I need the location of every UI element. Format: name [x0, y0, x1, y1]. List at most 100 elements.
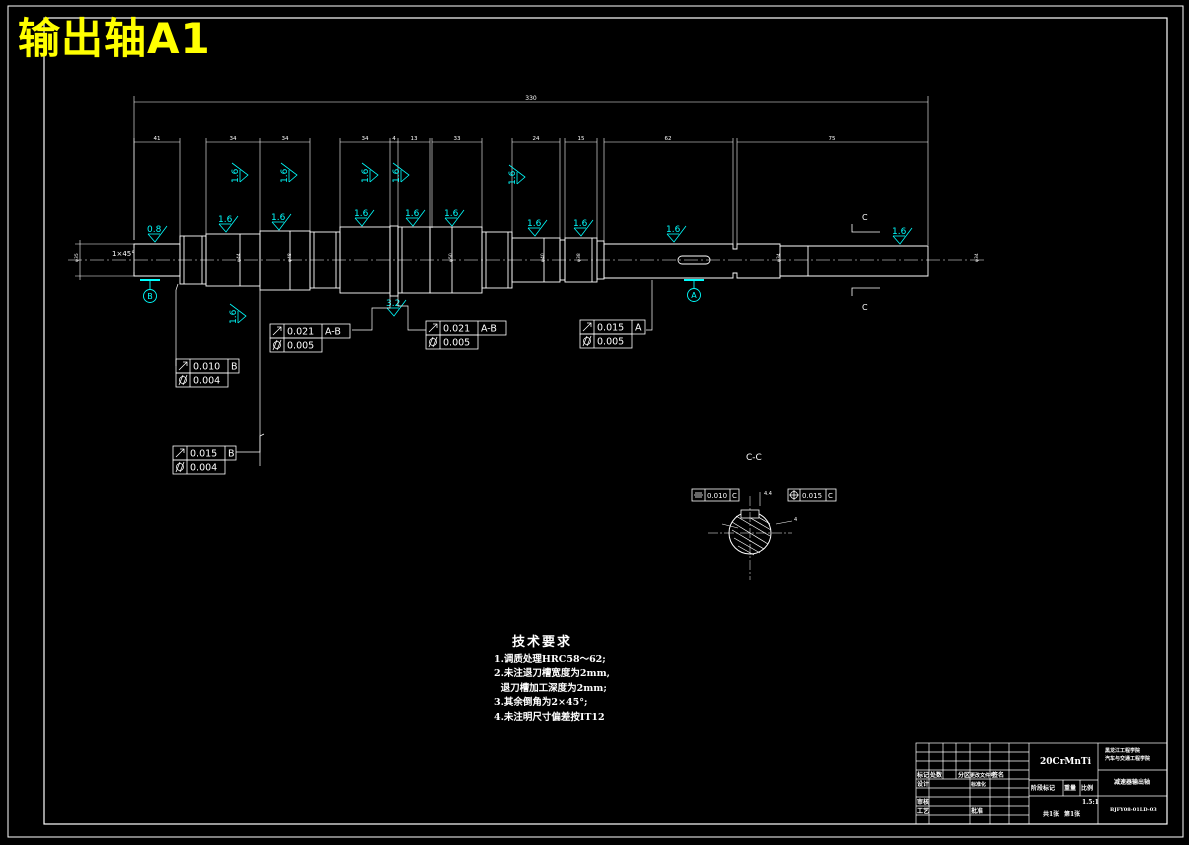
- cylindricity-tolerance: 0.005: [597, 337, 624, 348]
- datum-reference: B: [228, 449, 235, 460]
- tb-row1-c2: 处数: [930, 772, 943, 779]
- roughness-symbol: 1.6: [527, 219, 548, 237]
- roughness-value: 1.6: [508, 170, 518, 185]
- tb-drawing-no: BJFY08-01LD-03: [1110, 807, 1157, 813]
- tb-standard: 标准化: [971, 782, 987, 788]
- chamfer-note: 1×45°: [112, 250, 135, 258]
- svg-text:φ50: φ50: [448, 253, 454, 262]
- feature-control-frame: 0.010 B 0.004: [175, 358, 240, 388]
- roughness-value: 1.6: [229, 309, 239, 324]
- tb-stage-label: 阶段标记: [1031, 785, 1056, 792]
- tb-weight-label: 重量: [1064, 785, 1077, 792]
- runout-tolerance: 0.015: [190, 449, 217, 460]
- tb-approve: 批准: [971, 808, 984, 815]
- datum-reference: B: [231, 362, 238, 373]
- roughness-symbol: 1.6: [229, 303, 247, 324]
- section-dim-right: 4: [794, 517, 797, 523]
- segment-length-label: 15: [578, 136, 585, 142]
- section-dim-top: 4.4: [764, 491, 772, 497]
- cylindricity-tolerance: 0.005: [443, 338, 470, 349]
- tech-req-heading: 技术要求: [511, 635, 572, 650]
- section-cut-label-bottom: C: [862, 303, 868, 312]
- tb-row1-c5: 签名: [992, 772, 1005, 779]
- roughness-value: 1.6: [444, 209, 459, 219]
- section-fcf-symmetry: [691, 488, 740, 502]
- roughness-symbol: 1.6: [354, 209, 375, 227]
- svg-text:φ40: φ40: [540, 253, 546, 262]
- roughness-symbol: 1.6: [361, 162, 379, 183]
- roughness-symbol: 1.6: [392, 162, 410, 183]
- tb-review: 审核: [917, 799, 930, 806]
- tb-school: 黑龙江工程学院: [1105, 748, 1141, 754]
- roughness-value: 1.6: [892, 227, 907, 237]
- roughness-value: 1.6: [231, 168, 241, 183]
- gdt-leaders: [175, 280, 653, 466]
- diameter-labels: φ35 φ44 φ48 φ50 φ40 φ38 φ34 φ34: [74, 253, 980, 262]
- roughness-value: 1.6: [218, 215, 233, 225]
- runout-tolerance: 0.021: [287, 327, 314, 338]
- datum-b-symbol: [140, 279, 160, 303]
- section-view-title: C-C: [746, 453, 762, 463]
- title-block-grid: [915, 742, 1168, 825]
- roughness-symbol: 0.8: [147, 225, 168, 243]
- roughness-value: 1.6: [280, 168, 290, 183]
- svg-text:φ34: φ34: [776, 253, 782, 262]
- tech-req-item-5: 4.未注明尺寸偏差按IT12: [494, 711, 605, 723]
- left-extension-lines: [75, 240, 134, 280]
- roughness-symbol: 1.6: [231, 162, 249, 183]
- roughness-symbol: 3.2: [386, 299, 407, 317]
- datum-reference: A-B: [325, 327, 341, 338]
- tech-req-item-2: 2.未注退刀槽宽度为2mm,: [494, 668, 610, 679]
- tb-scale-label: 比例: [1081, 785, 1094, 792]
- datum-reference: A: [635, 323, 642, 334]
- roughness-symbol: 1.6: [271, 213, 292, 231]
- segment-length-label: 4: [392, 136, 396, 142]
- roughness-symbol: 1.6: [444, 209, 465, 227]
- roughness-value: 1.6: [573, 219, 588, 229]
- tb-drawing-name: 减速器输出轴: [1114, 779, 1151, 786]
- tb-sheet-total: 共1张: [1043, 811, 1060, 818]
- roughness-symbol: 1.6: [218, 215, 239, 233]
- roughness-symbol: 1.6: [405, 209, 426, 227]
- segment-length-label: 34: [230, 136, 237, 142]
- tb-row1-c4: 更改文件号: [970, 773, 996, 779]
- roughness-symbol: 1.6: [666, 225, 687, 243]
- roughness-symbol: 1.6: [508, 164, 526, 185]
- roughness-symbol: 1.6: [573, 219, 594, 237]
- section-view: [708, 492, 793, 580]
- segment-length-label: 34: [282, 136, 289, 142]
- roughness-symbol: 1.6: [280, 162, 298, 183]
- roughness-value: 1.6: [527, 219, 542, 229]
- section-symmetry-datum: C: [732, 492, 737, 500]
- roughness-value: 1.6: [361, 168, 371, 183]
- tb-row1-c3: 分区: [958, 772, 971, 779]
- roughness-symbol: 1.6: [892, 227, 913, 245]
- segment-extension-lines: [133, 138, 928, 244]
- roughness-value: 1.6: [392, 168, 402, 183]
- roughness-value: 1.6: [405, 209, 420, 219]
- tb-sheet-no: 第1张: [1064, 811, 1081, 818]
- tb-design: 设计: [917, 781, 930, 788]
- tb-school-sub: 汽车与交通工程学院: [1105, 756, 1151, 762]
- segment-length-label: 34: [362, 136, 369, 142]
- tb-row1-c1: 标记: [917, 772, 930, 779]
- section-parallel-value: 0.015: [802, 492, 822, 500]
- svg-text:φ35: φ35: [74, 253, 80, 262]
- inner-border: [43, 17, 1168, 825]
- datum-a-label: A: [691, 291, 697, 300]
- segment-length-label: 62: [665, 136, 672, 142]
- section-cut-label-top: C: [862, 213, 868, 222]
- cylindricity-tolerance: 0.004: [193, 376, 220, 387]
- svg-text:φ48: φ48: [287, 253, 293, 262]
- segment-length-label: 13: [411, 136, 418, 142]
- runout-tolerance: 0.015: [597, 323, 624, 334]
- feature-control-frame: 0.015 A 0.005: [579, 319, 646, 349]
- tb-scale: 1.5:1: [1082, 799, 1099, 806]
- svg-text:φ38: φ38: [576, 253, 582, 262]
- runout-tolerance: 0.010: [193, 362, 220, 373]
- outer-border: [7, 5, 1184, 838]
- segment-length-label: 75: [829, 136, 836, 142]
